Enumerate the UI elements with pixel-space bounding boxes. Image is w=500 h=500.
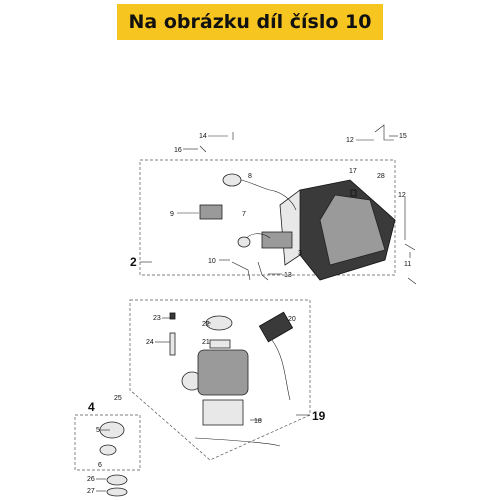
callout-15: 15 bbox=[399, 133, 407, 140]
clamp-10 bbox=[231, 261, 251, 281]
hose-19 bbox=[194, 437, 281, 447]
gasket-27 bbox=[106, 487, 128, 497]
callout-11: 11 bbox=[404, 261, 411, 268]
part-number-banner: Na obrázku díl číslo 10 bbox=[117, 4, 383, 40]
callout-28: 28 bbox=[377, 173, 385, 180]
callout-2: 2 bbox=[130, 255, 137, 269]
callout-9: 9 bbox=[170, 211, 174, 218]
callout-8: 8 bbox=[248, 173, 252, 180]
callout-4: 4 bbox=[88, 400, 95, 414]
banner-text: Na obrázku díl číslo 10 bbox=[128, 11, 372, 33]
intake-elbow bbox=[237, 233, 271, 248]
callout-27: 27 bbox=[87, 488, 95, 495]
callout-10: 10 bbox=[208, 258, 216, 265]
sensor-module bbox=[199, 204, 223, 220]
callout-18: 18 bbox=[254, 418, 262, 425]
callout-17: 17 bbox=[349, 168, 357, 175]
callout-12a: 12 bbox=[346, 137, 354, 144]
callout-13: 13 bbox=[284, 272, 292, 279]
intake-group-outline bbox=[74, 414, 141, 471]
air-filter-group-outline bbox=[139, 159, 396, 276]
callout-3: 3 bbox=[298, 250, 302, 257]
callout-21: 21 bbox=[202, 339, 210, 346]
air-filter-housing bbox=[261, 179, 396, 281]
callout-24: 24 bbox=[146, 339, 154, 346]
clamp-13 bbox=[257, 261, 269, 281]
clip-17 bbox=[350, 189, 357, 197]
callout-19: 19 bbox=[312, 409, 326, 423]
idle-screw-24 bbox=[169, 332, 176, 356]
screw-23 bbox=[169, 312, 176, 320]
callout-25: 25 bbox=[114, 395, 122, 402]
callout-26: 26 bbox=[87, 476, 95, 483]
screw-16 bbox=[199, 145, 207, 153]
intake-hose bbox=[222, 173, 297, 211]
intake-manifold-5 bbox=[99, 421, 125, 456]
callout-7: 7 bbox=[242, 211, 246, 218]
callout-5: 5 bbox=[96, 427, 100, 434]
callout-12b: 12 bbox=[398, 192, 406, 199]
callout-20: 20 bbox=[288, 316, 296, 323]
carb-heater-connector-20 bbox=[258, 311, 294, 401]
callout-14: 14 bbox=[199, 133, 207, 140]
bracket-15 bbox=[374, 124, 394, 141]
bolts-11 bbox=[404, 243, 417, 285]
callout-23: 23 bbox=[153, 315, 161, 322]
callout-6: 6 bbox=[98, 462, 102, 469]
carburetor-group-outline bbox=[129, 299, 311, 461]
callout-22: 22 bbox=[202, 321, 210, 328]
callout-16: 16 bbox=[174, 147, 182, 154]
carburetor-body bbox=[181, 315, 249, 426]
insulator-26 bbox=[106, 474, 128, 486]
